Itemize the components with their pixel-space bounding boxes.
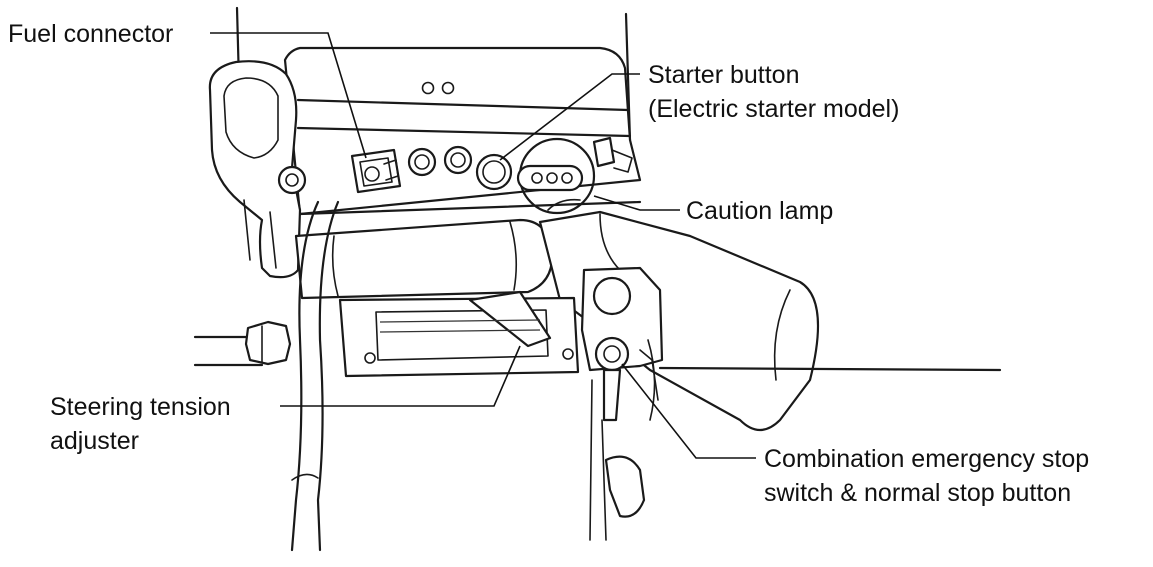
leader-steering-tension [280, 345, 521, 407]
fuel-connector-part [350, 148, 402, 194]
leader-starter-button [499, 73, 640, 161]
grommets [407, 145, 473, 177]
left-handle-bracket [208, 60, 307, 279]
left-tube-lines [193, 320, 292, 367]
label-combination-stop-line1: Combination emergency stop [764, 445, 1089, 473]
label-steering-tension-line1: Steering tension [50, 393, 231, 421]
throttle-grip [538, 210, 820, 432]
label-starter-button-line1: Starter button [648, 61, 799, 89]
lower-cable [290, 200, 340, 552]
leader-combination-stop [621, 363, 756, 459]
callout-labels: Fuel connector Starter button (Electric … [8, 20, 1089, 507]
control-box-body [283, 46, 642, 216]
label-fuel-connector: Fuel connector [8, 20, 173, 48]
stop-switch-mechanism [580, 266, 664, 541]
caution-lamp-part [516, 137, 596, 215]
label-steering-tension-line2: adjuster [50, 427, 139, 455]
leader-caution-lamp [593, 195, 680, 211]
grip-shaft [294, 218, 554, 300]
label-caution-lamp: Caution lamp [686, 197, 833, 225]
leader-lines [210, 32, 756, 459]
steering-tension-part [338, 290, 580, 378]
leader-fuel-connector [210, 32, 367, 159]
label-starter-button-line2: (Electric starter model) [648, 95, 899, 123]
label-combination-stop-line2: switch & normal stop button [764, 479, 1071, 507]
starter-button-part [475, 153, 513, 191]
right-lower-line [658, 366, 1002, 372]
